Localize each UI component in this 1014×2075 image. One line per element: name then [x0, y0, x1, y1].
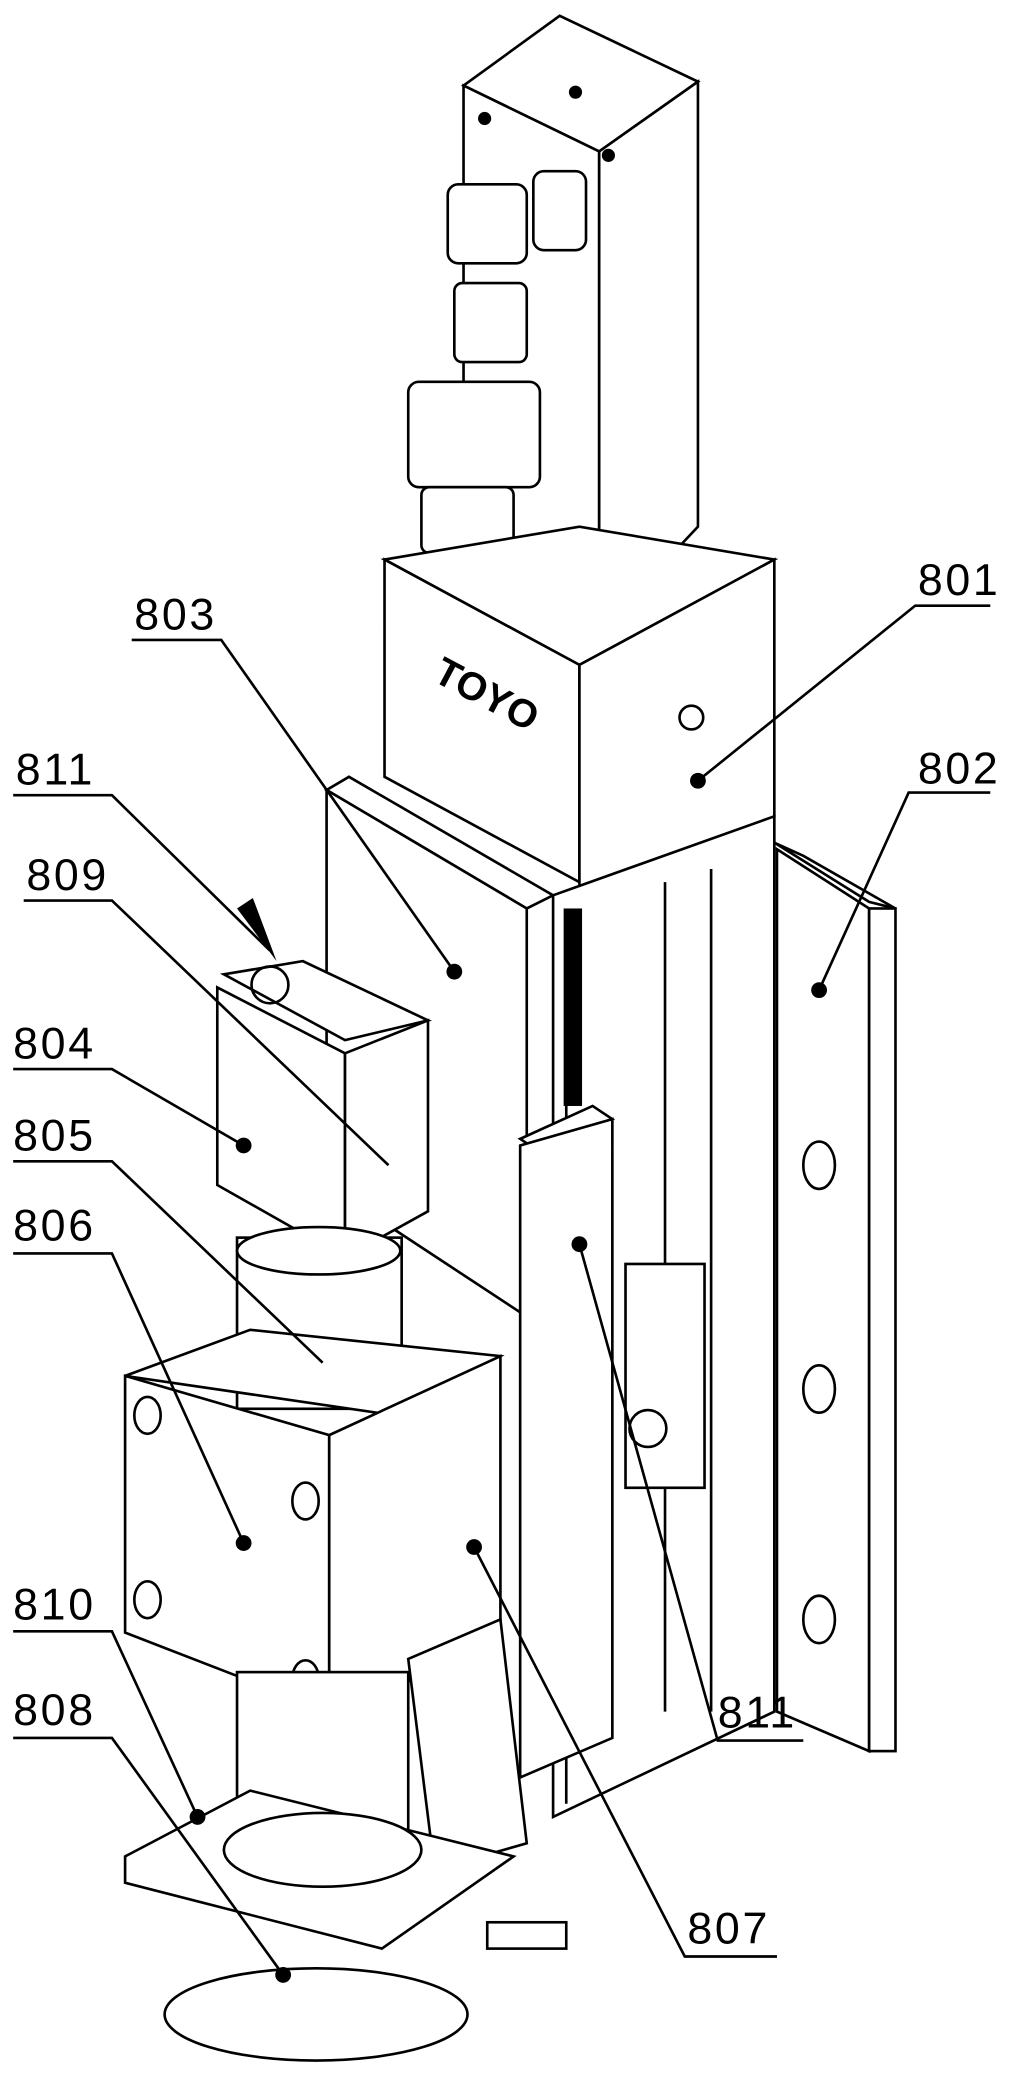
camera-809 — [217, 961, 428, 1257]
svg-text:809: 809 — [26, 850, 109, 900]
svg-text:807: 807 — [687, 1903, 770, 1953]
svg-text:801: 801 — [918, 555, 1001, 605]
side-plate-802 — [774, 843, 895, 1751]
svg-text:811: 811 — [718, 1687, 797, 1737]
svg-text:804: 804 — [13, 1019, 96, 1069]
svg-text:808: 808 — [13, 1685, 96, 1735]
svg-text:805: 805 — [13, 1111, 96, 1161]
svg-text:803: 803 — [134, 589, 217, 639]
svg-text:811: 811 — [16, 745, 95, 795]
svg-text:802: 802 — [918, 743, 1001, 793]
lower-assembly — [125, 1619, 566, 2060]
svg-text:810: 810 — [13, 1579, 96, 1629]
svg-text:806: 806 — [13, 1200, 96, 1250]
